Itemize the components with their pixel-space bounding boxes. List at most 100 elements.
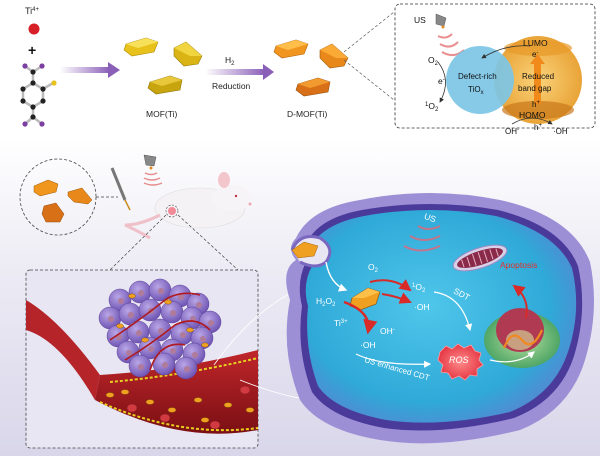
mech-electron-label: e- (438, 76, 445, 86)
cell-ultrasound-waves (403, 225, 441, 252)
cytoplasm (305, 210, 577, 423)
accumulated-nanoparticle (128, 293, 136, 299)
tumor-cell-nucleus (196, 302, 202, 308)
mech-singlet-o2-label: 1O2 (425, 101, 439, 113)
cell-singlet-o2-label: 1O2 (412, 282, 426, 294)
tumor-cell-nucleus (138, 290, 144, 296)
tumor-cell-nucleus (184, 366, 190, 372)
tumor-cell-nucleus (180, 332, 186, 338)
cell-oh-minus-label: OH- (380, 326, 395, 336)
dmof-label: D-MOF(Ti) (287, 109, 327, 119)
ultrasound-transducer-icon (143, 154, 163, 186)
mechanism-box (394, 3, 596, 129)
apoptosis-arrow (512, 284, 528, 319)
accumulated-nanoparticle (116, 323, 124, 329)
mof-label: MOF(Ti) (146, 109, 177, 119)
tiox-label: TiOx (468, 85, 484, 96)
tumor-cell-nucleus (118, 298, 124, 304)
tumor-cell-nucleus (158, 288, 164, 294)
lumo-electron-label: e- (532, 50, 538, 59)
blood-vessel-upper (26, 300, 100, 400)
tumor-cell-nucleus (170, 310, 176, 316)
mitochondrion (452, 244, 508, 272)
plus-sign: + (28, 42, 36, 58)
syringe-icon (110, 167, 131, 211)
cell-oh-radical-2: ·OH (360, 340, 376, 350)
ti4-label: Ti4+ (25, 6, 40, 16)
red-blood-cells (126, 385, 251, 430)
tumor-site (168, 207, 176, 215)
o2-to-1o2-arrow (369, 279, 412, 292)
tumor-cell-nucleus (126, 350, 132, 356)
mech-o2-label: O2 (428, 55, 439, 67)
homo-band (502, 101, 574, 119)
tumor-cell-nucleus (136, 330, 142, 336)
tumor-capillary (124, 320, 211, 361)
entering-particle (291, 241, 319, 259)
sdt-arrow (433, 291, 473, 332)
callout-line-top (343, 11, 395, 53)
tumor-callout-left (109, 214, 167, 271)
reduction-arrow (205, 64, 274, 80)
cdt-arrow (355, 353, 432, 368)
accumulated-nanoparticle (186, 327, 194, 333)
apoptosis-label: Apoptosis (500, 260, 537, 270)
ultrasound-probe-icon (435, 13, 447, 29)
h2-label: H2 (225, 55, 235, 67)
dmof-ti-crystals (273, 39, 349, 97)
hole2-label: h+ (534, 123, 542, 132)
blood-vessel-lower (95, 350, 258, 434)
mech-us-label: US (414, 15, 426, 25)
cancer-cell (286, 193, 594, 444)
nucleus (484, 308, 560, 368)
oh-oxidation-arrow (511, 117, 553, 125)
tumor-cell-nucleus (148, 346, 154, 352)
dmof-particles-injected (33, 179, 93, 223)
o2-conversion-arrow (437, 61, 446, 103)
ros-burst (437, 343, 484, 381)
dna-strand (502, 329, 544, 349)
hole-label: h+ (532, 100, 540, 109)
tumor-cell-nucleus (200, 336, 206, 342)
accumulated-nanoparticle (164, 299, 172, 305)
fenton-arrow (343, 300, 378, 335)
tumor-cell-nucleus (128, 312, 134, 318)
accumulated-nanoparticle (141, 337, 149, 343)
oh-generation-arrow (381, 292, 412, 304)
tumor-vessel-box (25, 269, 259, 449)
tumor-cell-nucleus (208, 320, 214, 326)
organic-linker-molecule (20, 63, 57, 127)
defect-tiox-sphere (446, 46, 514, 114)
accumulated-nanoparticle (201, 342, 209, 348)
tumor-cell-nucleus (170, 348, 176, 354)
electron-transfer-arrow (481, 45, 531, 59)
excitation-arrow (534, 62, 541, 104)
ros-to-nucleus-arrow (489, 351, 535, 363)
ti-ion-sphere (28, 23, 40, 35)
homo-label: HOMO (519, 110, 546, 120)
defect-rich-label: Defect-rich (458, 72, 497, 81)
oh-minus-label: OH- (505, 127, 519, 136)
tumor-cell-nucleus (162, 362, 168, 368)
tumor-cell-nucleus (178, 294, 184, 300)
tumor-cell-nucleus (138, 364, 144, 370)
uptake-arrow (325, 261, 348, 292)
cell-o2-label: O2 (368, 262, 379, 274)
reduced-label: Reduced (522, 72, 554, 81)
tumor-cell-nucleus (108, 316, 114, 322)
oh-radical-label: ·OH (553, 127, 568, 136)
tumor-cell-nucleus (158, 328, 164, 334)
ti4-ion (28, 23, 40, 35)
lumo-band (504, 40, 572, 56)
callout-line-bottom (343, 59, 395, 101)
tumor-cell-nucleus (192, 352, 198, 358)
mouse-illustration (124, 172, 252, 240)
cell-h2o2-label: H2O2 (316, 296, 336, 308)
circulating-nanoparticles (105, 389, 255, 423)
cell-oh-radical-1: ·OH (414, 302, 430, 312)
lumo-label: LUMO (523, 38, 548, 48)
reduction-label: Reduction (212, 81, 251, 91)
band-gap-label: band gap (518, 84, 552, 93)
mof-ti-crystals (123, 37, 203, 95)
